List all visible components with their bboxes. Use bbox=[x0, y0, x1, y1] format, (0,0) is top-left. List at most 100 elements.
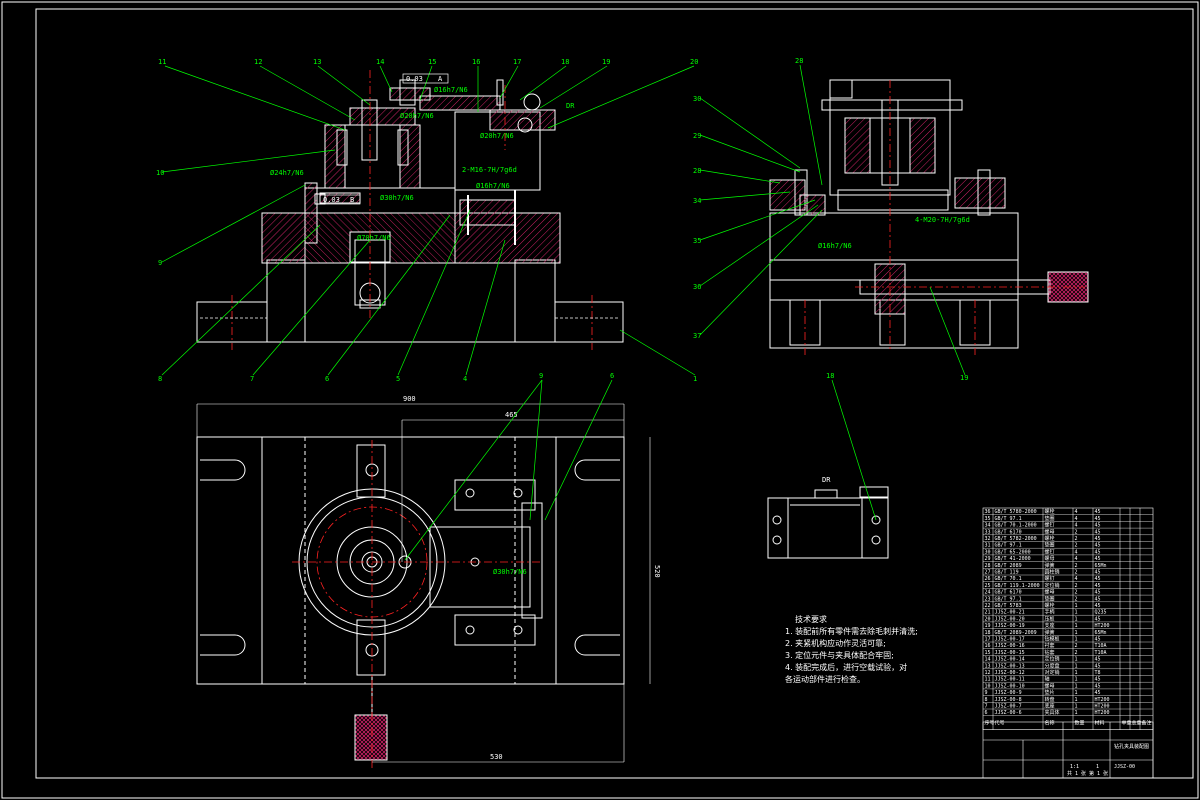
plan-label-9: 9 bbox=[539, 372, 543, 380]
tolerance-frame-datum: A bbox=[438, 75, 443, 83]
side-fit-1: 4-M20-7H/7g6d bbox=[915, 216, 970, 224]
dim-plan-width: 900 bbox=[403, 395, 416, 403]
bom-cell: 定位销 bbox=[1045, 582, 1060, 589]
bom-cell: JJSZ-00-20 bbox=[995, 616, 1025, 622]
bom-cell: 9 bbox=[985, 690, 988, 696]
bom-cell: 4 bbox=[1075, 576, 1078, 582]
plan-fit: Ø30h7/N6 bbox=[493, 568, 527, 576]
bom-cell: 垫圈 bbox=[1045, 542, 1055, 549]
bom-cell: 10 bbox=[985, 683, 991, 689]
bom-cell: 13 bbox=[985, 663, 991, 669]
bom-cell: 11 bbox=[985, 677, 991, 683]
bom-cell: 29 bbox=[985, 556, 991, 562]
bom-cell: 45 bbox=[1095, 590, 1101, 596]
bom-cell: 1 bbox=[1075, 697, 1078, 703]
bom-cell: 分度盘 bbox=[1045, 662, 1060, 669]
front-leaders bbox=[161, 65, 696, 376]
bom-cell: 4 bbox=[1075, 556, 1078, 562]
label-1: 1 bbox=[693, 375, 697, 383]
bom-cell: 16 bbox=[985, 643, 991, 649]
title-block-scale: 1:1 bbox=[1070, 764, 1079, 770]
side-label-37: 37 bbox=[693, 332, 701, 340]
label-15: 15 bbox=[428, 58, 436, 66]
tolerance-frame-2-value: 0.03 bbox=[323, 196, 340, 204]
bom-cell: 25 bbox=[985, 583, 991, 589]
bom-frame bbox=[982, 507, 1154, 730]
bom-cell: JJSZ-00-9 bbox=[995, 690, 1022, 696]
bom-cell: 18 bbox=[985, 630, 991, 636]
side-label-29: 29 bbox=[693, 132, 701, 140]
bom-cell: 1 bbox=[1075, 603, 1078, 609]
inner-border bbox=[35, 8, 1194, 779]
bom-cell: 22 bbox=[985, 603, 991, 609]
plan-view bbox=[196, 436, 625, 761]
label-17: 17 bbox=[513, 58, 521, 66]
bom-cell: JJSZ-00-21 bbox=[995, 610, 1025, 616]
bom-cell: GB/T 119 bbox=[995, 570, 1019, 576]
front-centerlines bbox=[231, 70, 593, 350]
bom-cell: 35 bbox=[985, 516, 991, 522]
bom-cell: 弹簧 bbox=[1045, 629, 1055, 636]
bom-cell: 衬套 bbox=[1045, 642, 1055, 649]
bom-cell: 65Mn bbox=[1095, 563, 1107, 569]
tech-req-item-3: 3. 定位元件与夹具体配合牢固; bbox=[785, 650, 894, 660]
bom-cell: HT200 bbox=[1095, 710, 1110, 716]
bom-cell: 手柄 bbox=[1045, 609, 1055, 616]
title-block-footer: 共 1 张 第 1 张 bbox=[1067, 770, 1108, 777]
bom-cell: 26 bbox=[985, 576, 991, 582]
fit-label-6: 2-M16-7H/7g6d bbox=[462, 166, 517, 174]
bom-header-cell: 代号 bbox=[995, 720, 1005, 727]
bom-cell: 2 bbox=[1075, 543, 1078, 549]
title-block-sheet: 1 bbox=[1096, 764, 1099, 770]
tolerance-frame-2-datum: B bbox=[350, 196, 354, 204]
bom-cell: 垫圈 bbox=[1045, 515, 1055, 522]
bom-cell: 7 bbox=[985, 704, 988, 710]
bom-cell: 31 bbox=[985, 543, 991, 549]
label-7: 7 bbox=[250, 375, 254, 383]
bom-cell: 45 bbox=[1095, 677, 1101, 683]
bom-cell: 2 bbox=[1075, 590, 1078, 596]
bom-cell: 对定销 bbox=[1045, 669, 1060, 676]
plan-dimension-texts: 900 465 520 530 Ø30h7/N6 bbox=[403, 395, 661, 761]
side-label-35: 35 bbox=[693, 237, 701, 245]
detail-label: 18 bbox=[826, 372, 834, 380]
bom-cell: GB/T 119.1-2000 bbox=[995, 583, 1040, 589]
front-fits: 0.03 A Ø16h7/N6 Ø20h7/N6 Ø24h7/N6 Ø30h7/… bbox=[270, 73, 575, 242]
bom-cell: 1 bbox=[1075, 616, 1078, 622]
bom-cell: 1 bbox=[1075, 683, 1078, 689]
bom-cell: 45 bbox=[1095, 663, 1101, 669]
bom-cell: JJSZ-00-11 bbox=[995, 677, 1025, 683]
bom-cell: 23 bbox=[985, 596, 991, 602]
bom-cell: 螺母 bbox=[1045, 528, 1055, 535]
bom-cell: 钻模板 bbox=[1045, 636, 1060, 643]
bom-cell: 螺栓 bbox=[1045, 602, 1055, 609]
bom-cell: JJSZ-00-19 bbox=[995, 623, 1025, 629]
plan-dimensions bbox=[196, 403, 651, 763]
bom-cell: 17 bbox=[985, 637, 991, 643]
bom-cell: HT200 bbox=[1095, 697, 1110, 703]
plan-leaders bbox=[404, 379, 613, 561]
bom-cell: JJSZ-00-12 bbox=[995, 670, 1025, 676]
bom-cell: 底座 bbox=[1045, 703, 1055, 710]
label-9: 9 bbox=[158, 259, 162, 267]
label-5: 5 bbox=[396, 375, 400, 383]
bom-cell: 45 bbox=[1095, 570, 1101, 576]
dim-plan-height: 520 bbox=[653, 565, 661, 578]
bom-cell: 45 bbox=[1095, 516, 1101, 522]
bom-cell: GB/T 2089 bbox=[995, 563, 1022, 569]
bom-cell: 14 bbox=[985, 657, 991, 663]
side-view bbox=[769, 79, 1089, 349]
detail-mark: DR bbox=[822, 476, 831, 484]
bom-cell: 32 bbox=[985, 536, 991, 542]
bom-cell: 1 bbox=[1075, 670, 1078, 676]
bom-cell: GB/T 5782-2000 bbox=[995, 536, 1037, 542]
bom-cell: 45 bbox=[1095, 549, 1101, 555]
bom-cell: 33 bbox=[985, 529, 991, 535]
title-block-name: 钻孔夹具装配图 bbox=[1114, 743, 1149, 750]
bom-header-cell: 材料 bbox=[1095, 720, 1105, 727]
fit-label-5: Ø70h7/N6 bbox=[357, 234, 391, 242]
bom-cell: 28 bbox=[985, 563, 991, 569]
label-8: 8 bbox=[158, 375, 162, 383]
side-leader-labels: 30 29 28 34 35 36 37 28 19 4-M20-7H/7g6d… bbox=[693, 57, 970, 382]
